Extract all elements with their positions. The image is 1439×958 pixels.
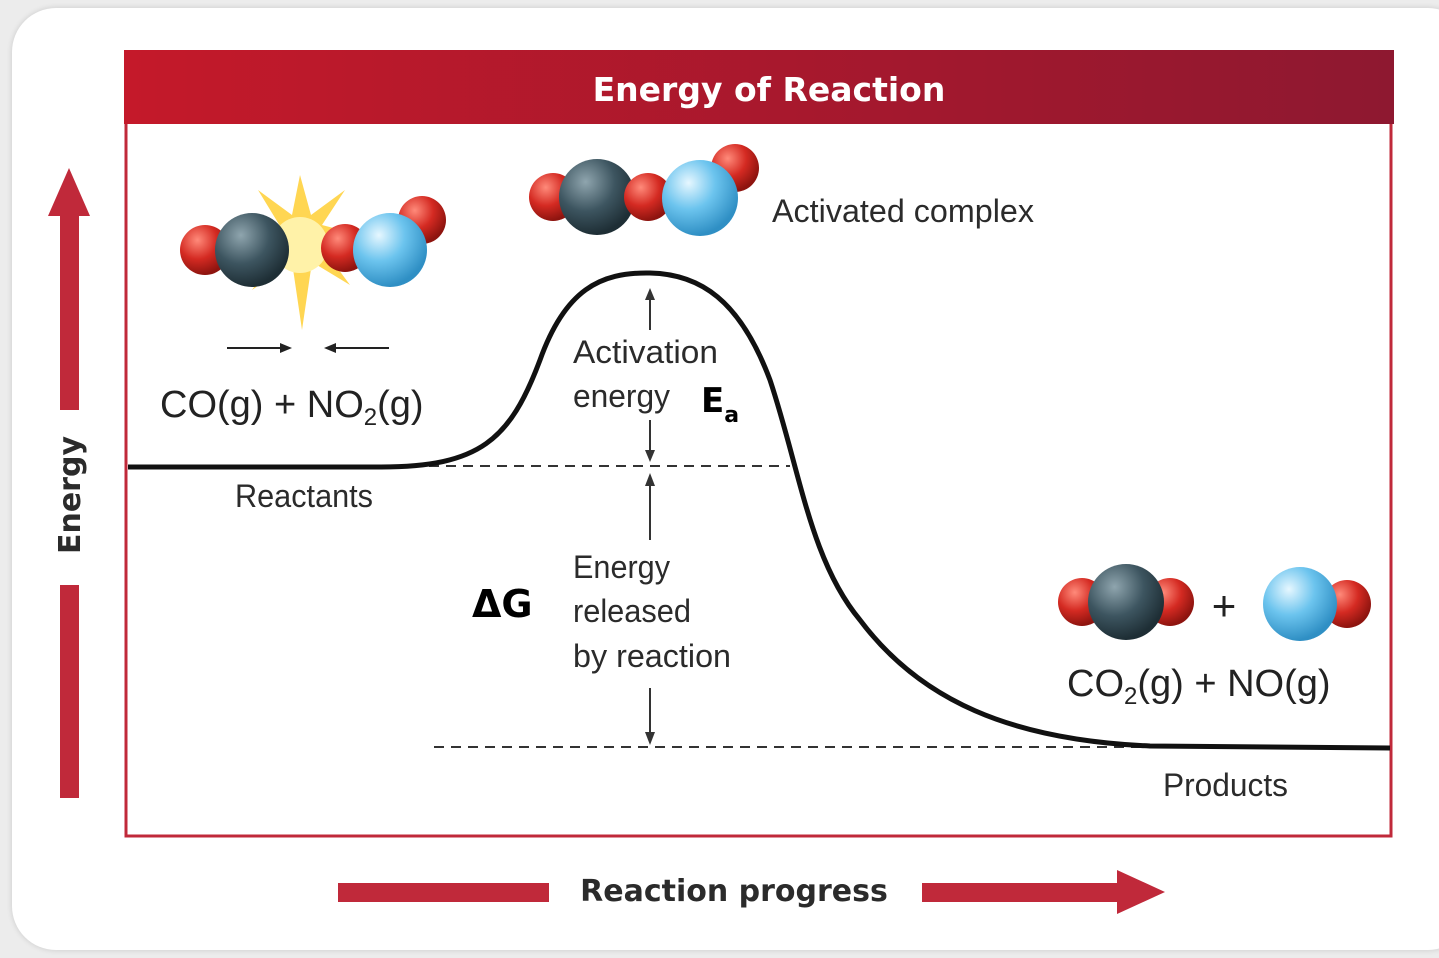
collision-arrow-right-head	[280, 343, 292, 353]
products-label: Products	[1163, 767, 1288, 803]
y-axis-label: Energy	[53, 436, 88, 554]
reactants-equation: CO(g) + NO2(g)	[160, 384, 424, 431]
activation-label-line1: Activation	[573, 334, 718, 370]
complex-carbon-atom	[559, 159, 635, 235]
ea-arrow-up-head	[645, 288, 655, 300]
diagram-title: Energy of Reaction	[593, 70, 946, 109]
title-banner	[124, 50, 1394, 124]
collision-arrow-left-head	[324, 343, 336, 353]
product-co2-carbon-atom	[1088, 564, 1164, 640]
x-axis-label: Reaction progress	[580, 874, 888, 909]
x-axis-arrow-head	[1117, 870, 1165, 914]
released-label-line2: released	[573, 593, 691, 629]
products-plus-sign: +	[1212, 582, 1237, 629]
energy-curve	[128, 270, 1391, 751]
delta-g-symbol: ΔG	[472, 582, 533, 626]
y-axis-arrow-shaft	[60, 210, 79, 410]
ea-symbol: Ea	[701, 381, 739, 428]
y-axis-arrow-lower	[60, 585, 79, 798]
complex-nitrogen-atom	[662, 160, 738, 236]
released-label-line3: by reaction	[573, 638, 731, 674]
product-no-nitrogen-atom	[1263, 567, 1337, 641]
dg-arrow-up-head	[645, 473, 655, 486]
released-label-line1: Energy	[573, 549, 670, 585]
complex-oxygen-atom-2	[624, 173, 672, 221]
activated-complex-label: Activated complex	[772, 193, 1034, 229]
reactant-no2-nitrogen-atom	[353, 213, 427, 287]
x-axis-arrow-right	[922, 883, 1122, 902]
products-equation: CO2(g) + NO(g)	[1067, 663, 1331, 710]
ea-arrow-down-head	[645, 450, 655, 462]
y-axis-arrow-head	[48, 168, 90, 216]
x-axis-arrow-left	[338, 883, 549, 902]
activation-label-line2: energy	[573, 378, 670, 414]
dg-arrow-down-head	[645, 732, 655, 745]
reactants-label: Reactants	[235, 478, 373, 514]
reactant-co-carbon-atom	[215, 213, 289, 287]
